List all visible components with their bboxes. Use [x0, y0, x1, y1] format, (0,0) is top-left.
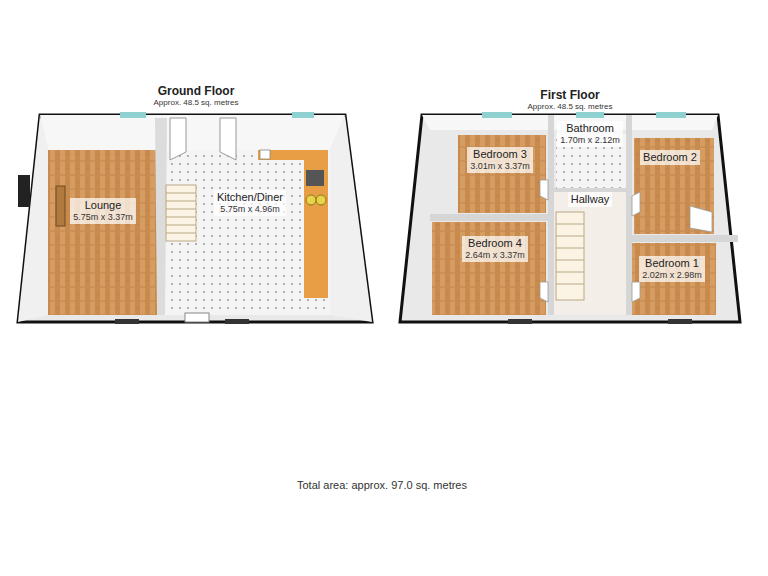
door-leaf	[170, 118, 186, 160]
floor-area: First FloorApprox. 48.5 sq. metresBedroo…	[395, 88, 745, 326]
front-door	[185, 313, 209, 322]
room-name: Bedroom 2	[643, 151, 697, 164]
sink	[316, 195, 326, 205]
room-name: Bedroom 4	[465, 237, 525, 250]
room-area: Bedroom 2	[632, 125, 716, 235]
window	[576, 112, 604, 118]
door-leaf	[632, 192, 640, 216]
room-area: Bedroom 12.02m x 2.98m	[630, 240, 716, 315]
back-wall	[40, 115, 345, 150]
room-name: Bedroom 1	[642, 257, 702, 270]
room-name: Hallway	[571, 193, 610, 206]
room-name: Kitchen/Diner	[217, 191, 283, 204]
room-dimension: 2.02m x 2.98m	[642, 270, 702, 281]
window	[292, 112, 314, 118]
room-area: Bathroom1.70m x 2.12m	[553, 115, 628, 189]
tile-floor	[556, 134, 626, 188]
window	[508, 319, 532, 324]
room-dimension: 1.70m x 2.12m	[560, 135, 620, 146]
wood-floor	[634, 138, 714, 234]
wardrobe	[690, 206, 712, 232]
room-label: Bedroom 42.64m x 3.37m	[462, 236, 528, 262]
room-dimension: 3.01m x 3.37m	[470, 161, 530, 172]
window	[115, 319, 139, 324]
first-floor-plan	[400, 112, 740, 324]
floor-area: Ground FloorApprox. 48.5 sq. metresLoung…	[15, 84, 377, 326]
room-label: Bathroom1.70m x 2.12m	[557, 121, 623, 147]
side-wall	[18, 115, 48, 322]
room-label: Hallway	[568, 192, 613, 207]
floor-title: Ground Floor	[15, 84, 377, 98]
room-name: Bathroom	[560, 122, 620, 135]
door-leaf	[540, 282, 548, 302]
wood-floor	[432, 222, 546, 315]
room-name: Bedroom 3	[470, 148, 530, 161]
floor-area-note: Approx. 48.5 sq. metres	[395, 102, 745, 112]
room-area: Bedroom 33.01m x 3.37m	[455, 125, 548, 215]
appliance	[260, 150, 270, 159]
tile-floor	[165, 150, 330, 315]
door-leaf	[632, 282, 640, 302]
room-dimension: 5.75m x 3.37m	[73, 212, 133, 223]
window	[668, 319, 692, 324]
room-label: Bedroom 2	[640, 150, 700, 165]
room-label: Kitchen/Diner5.75m x 4.96m	[214, 190, 286, 216]
room-area: Lounge5.75m x 3.37m	[48, 150, 157, 315]
room-name: Lounge	[73, 199, 133, 212]
floor-area-note: Approx. 48.5 sq. metres	[15, 98, 377, 108]
partition-wall	[548, 115, 554, 315]
room-dimension: 2.64m x 3.37m	[465, 250, 525, 261]
partition-wall	[155, 118, 167, 315]
room-area: Kitchen/Diner5.75m x 4.96m	[165, 150, 330, 315]
window	[120, 112, 146, 118]
floor-heading: First FloorApprox. 48.5 sq. metres	[395, 88, 745, 112]
caption: Total area: approx. 97.0 sq. metres	[297, 479, 467, 491]
wood-floor	[48, 150, 157, 315]
window	[656, 112, 686, 118]
side-wall	[330, 115, 372, 322]
door-leaf	[540, 180, 548, 200]
wood-floor	[458, 135, 546, 213]
partition-wall	[430, 214, 548, 221]
room-area: Bedroom 42.64m x 3.37m	[430, 220, 548, 315]
counter	[304, 150, 328, 298]
room-area: Hallway	[553, 190, 628, 315]
room-dimension: 5.75m x 4.96m	[217, 204, 283, 215]
hall-floor	[554, 192, 626, 315]
room-label: Bedroom 12.02m x 2.98m	[639, 256, 705, 282]
room-label: Lounge5.75m x 3.37m	[70, 198, 136, 224]
chimney-breast	[18, 175, 30, 207]
ground-floor-plan	[18, 112, 372, 324]
door-leaf	[220, 118, 236, 160]
floor-heading: Ground FloorApprox. 48.5 sq. metres	[15, 84, 377, 108]
hob	[306, 170, 324, 186]
outer-wall	[18, 115, 372, 322]
sink	[306, 195, 316, 205]
staircase	[556, 212, 584, 300]
partition-wall	[632, 235, 738, 242]
outer-wall	[400, 115, 740, 322]
floor-title: First Floor	[395, 88, 745, 102]
fireplace	[56, 186, 65, 226]
wood-floor	[632, 243, 716, 315]
staircase	[166, 185, 196, 241]
window	[225, 319, 249, 324]
partition-wall	[626, 115, 632, 315]
window	[482, 112, 512, 118]
room-label: Bedroom 33.01m x 3.37m	[467, 147, 533, 173]
